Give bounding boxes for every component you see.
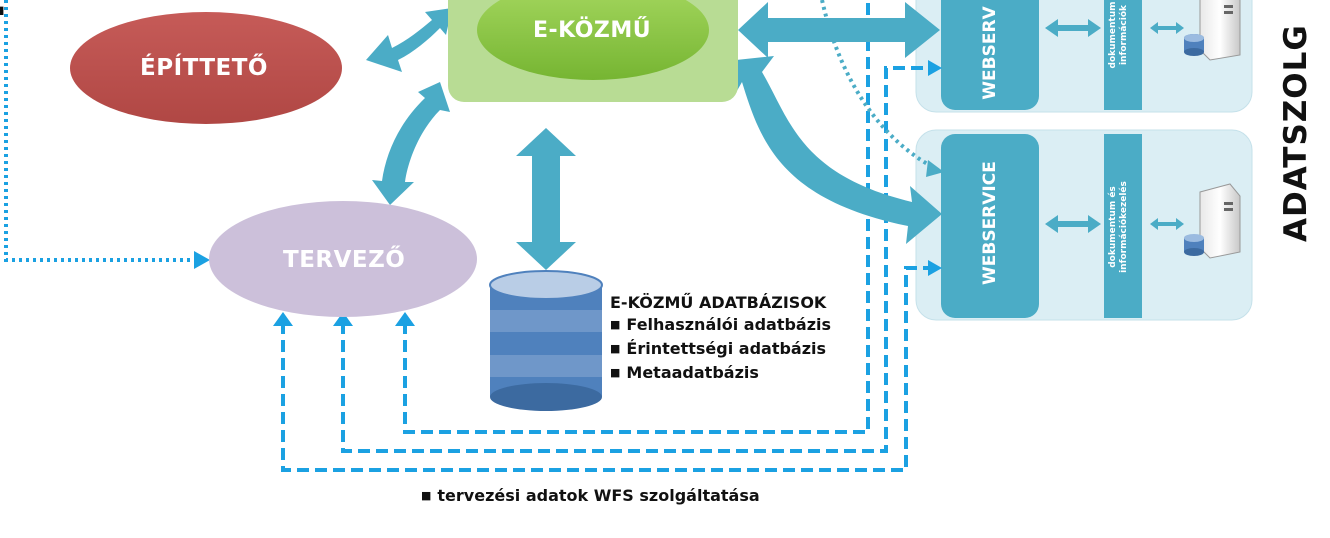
webservice-label-bottom: WEBSERVICE bbox=[980, 161, 1000, 285]
database-legend: E-KÖZMŰ ADATBÁZISOK ■Felhasználói adatbá… bbox=[610, 292, 831, 386]
database-cylinder bbox=[489, 270, 603, 411]
wfs-label-text: tervezési adatok WFS szolgáltatása bbox=[437, 486, 760, 505]
epitteto-ellipse bbox=[70, 12, 342, 124]
online-arrowhead bbox=[194, 251, 210, 269]
database-item: ■Érintettségi adatbázis bbox=[610, 339, 827, 358]
side-title: ADATSZOLG bbox=[1278, 24, 1314, 242]
ekozmu-label: E-KÖZMŰ bbox=[533, 18, 652, 43]
dotted-curve-arrowhead bbox=[926, 160, 944, 177]
doc-server-arrow-bottom bbox=[1150, 218, 1184, 230]
doc-label-top: dokumentum információk bbox=[1108, 1, 1129, 69]
webservice-bar-top bbox=[941, 0, 1039, 110]
epitteto-label: ÉPÍTTETŐ bbox=[140, 55, 268, 81]
ws-doc-arrow-bottom bbox=[1045, 215, 1101, 233]
wfs-dashed-lines bbox=[281, 0, 932, 472]
doc-server-arrow-top bbox=[1150, 22, 1184, 34]
tervezo-label: TERVEZŐ bbox=[283, 247, 406, 273]
doc-label-bottom: dokumentum és információkezelés bbox=[1108, 181, 1129, 273]
webservice-label-top: WEBSERV bbox=[980, 6, 1000, 100]
ekozmu-ellipse bbox=[477, 0, 709, 80]
online-dotted-line bbox=[4, 0, 196, 262]
server-icon-top bbox=[1184, 0, 1241, 61]
webservice-bar-bottom bbox=[941, 134, 1039, 318]
ws-doc-arrow-top bbox=[1045, 19, 1101, 37]
server-icon-bottom bbox=[1184, 183, 1241, 259]
database-item: ■Felhasználói adatbázis bbox=[610, 315, 832, 334]
tervezo-ellipse bbox=[209, 201, 477, 317]
doc-bar-top bbox=[1104, 0, 1142, 110]
database-title: E-KÖZMŰ ADATBÁZISOK bbox=[610, 293, 827, 312]
wfs-arrowheads bbox=[273, 60, 942, 326]
doc-bar-bottom bbox=[1104, 134, 1142, 318]
online-label: ■online bbox=[0, 0, 8, 16]
wfs-label: ■tervezési adatok WFS szolgáltatása bbox=[421, 486, 760, 505]
database-item: ■Metaadatbázis bbox=[610, 363, 759, 382]
connector-arrows bbox=[366, 2, 942, 270]
